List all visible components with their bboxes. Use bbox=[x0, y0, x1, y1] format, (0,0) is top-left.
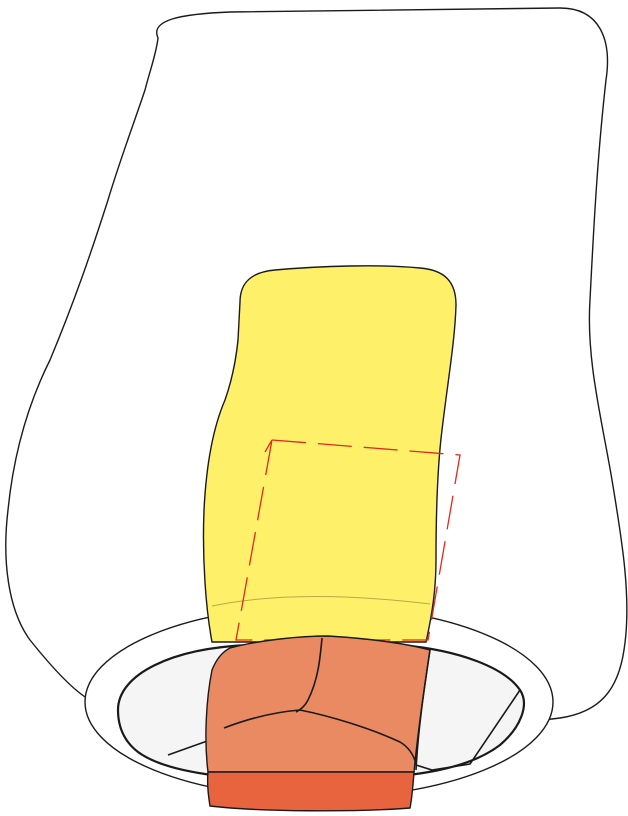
orange-block-bottom bbox=[208, 772, 414, 811]
yellow-block bbox=[203, 266, 456, 642]
orange-block bbox=[206, 636, 430, 772]
